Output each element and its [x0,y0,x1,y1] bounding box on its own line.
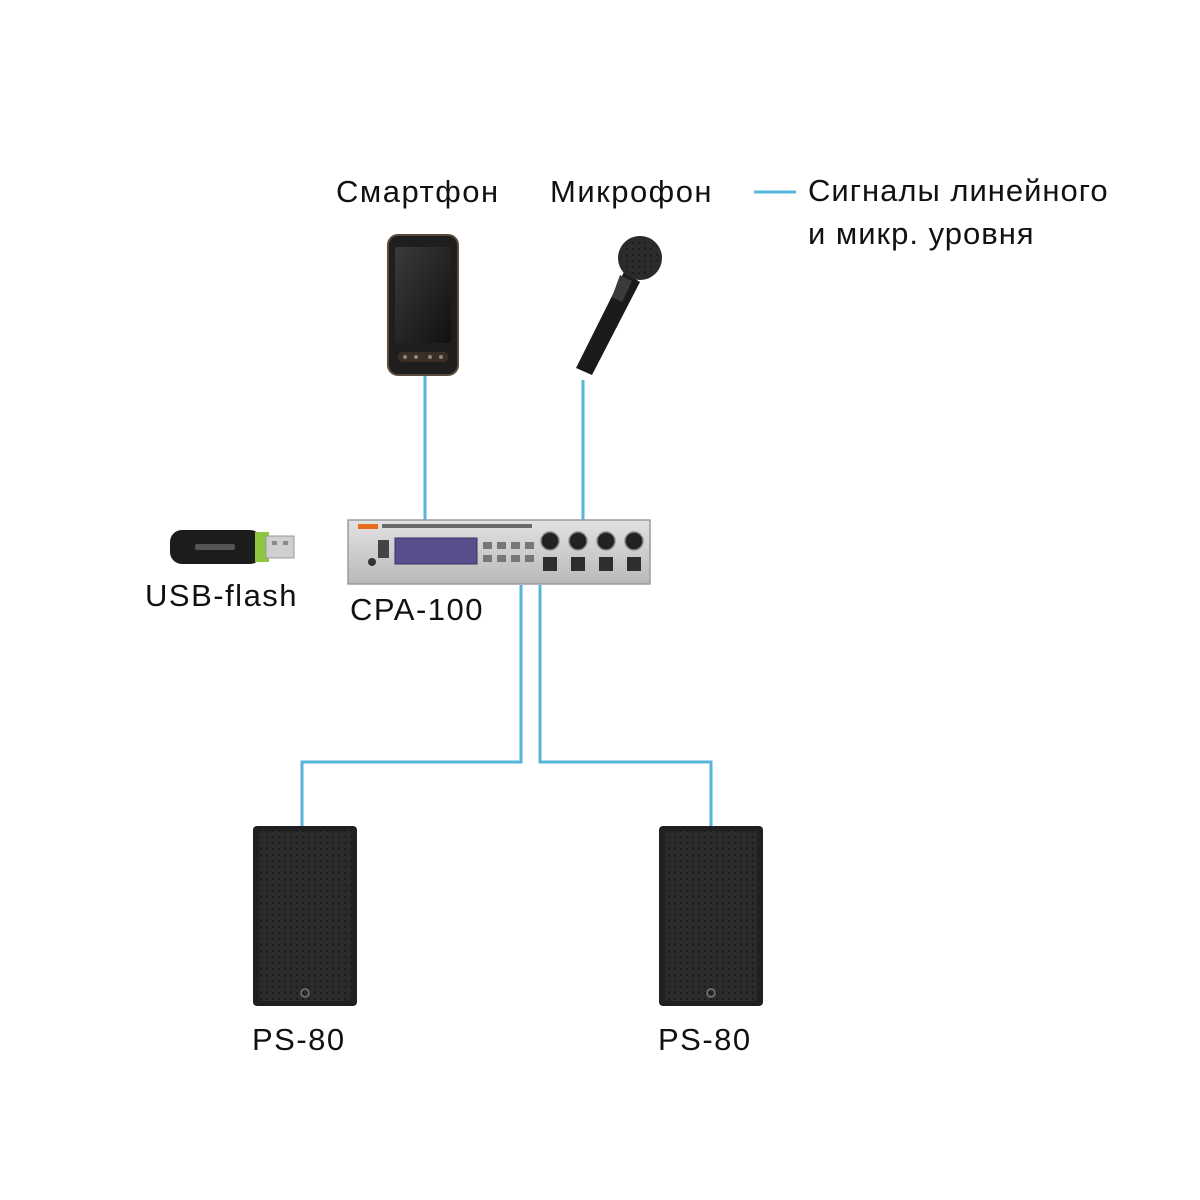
speaker-right-label: PS-80 [658,1022,752,1057]
smartphone-icon [387,234,459,376]
cable-amp-speaker-right [538,585,713,828]
speaker-left-label: PS-80 [252,1022,346,1057]
speaker-left-icon [253,826,357,1006]
legend-text-line1: Сигналы линейного [808,173,1109,208]
usb-flash-label: USB-flash [145,578,299,613]
usb-flash-icon [170,530,295,564]
cable-amp-speaker-left [300,585,523,828]
legend-text-line2: и микр. уровня [808,216,1035,251]
smartphone-label: Смартфон [336,174,500,209]
amplifier-label: CPA-100 [350,592,484,627]
speaker-right-icon [659,826,763,1006]
amplifier-icon [347,519,651,585]
cables [300,190,796,828]
microphone-icon [576,236,662,375]
microphone-label: Микрофон [550,174,714,209]
